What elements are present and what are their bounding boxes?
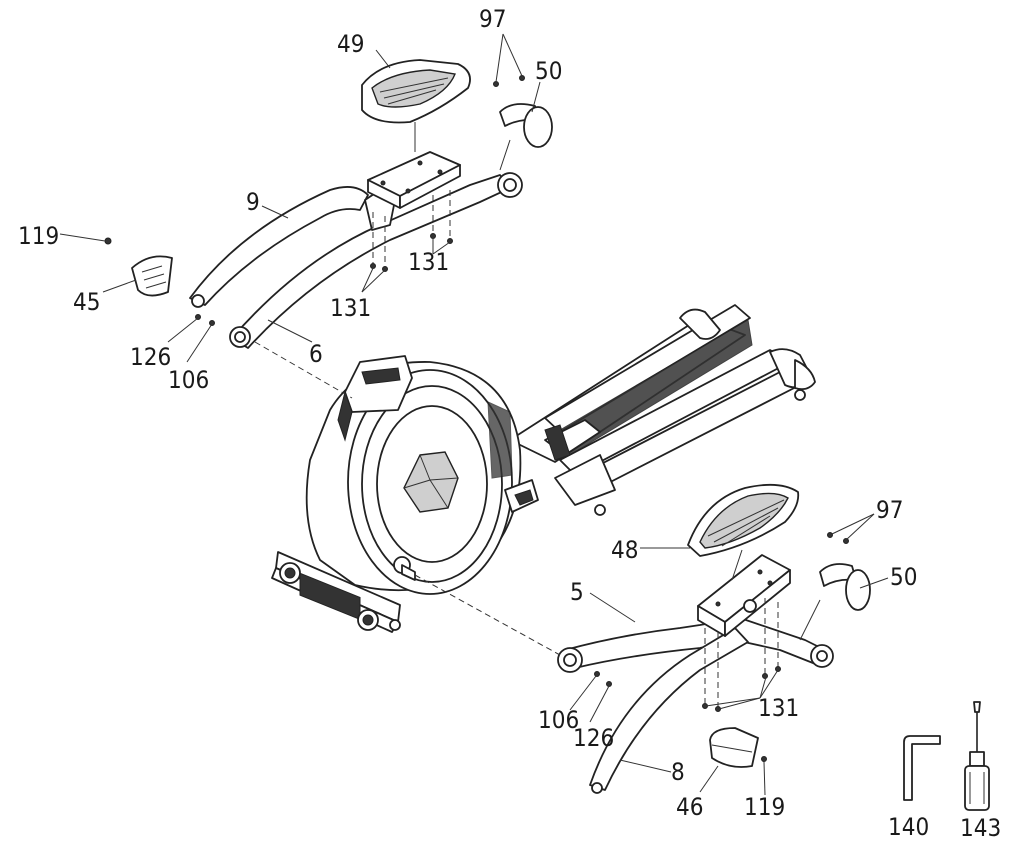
callout-6: 6 <box>309 340 323 368</box>
callout-143: 143 <box>960 814 1001 842</box>
callout-50-right: 50 <box>890 563 917 591</box>
left-pedal-assembly <box>105 60 552 348</box>
callout-49: 49 <box>337 30 364 58</box>
callout-45: 45 <box>73 288 100 316</box>
callout-106-left: 106 <box>168 366 209 394</box>
callout-97-top: 97 <box>479 5 506 33</box>
callout-48: 48 <box>611 536 638 564</box>
callout-126-left: 126 <box>130 343 171 371</box>
callout-126-right: 126 <box>573 724 614 752</box>
callout-9: 9 <box>246 188 260 216</box>
callout-46: 46 <box>676 793 703 821</box>
callout-97-right: 97 <box>876 496 903 524</box>
callout-5: 5 <box>570 578 584 606</box>
callout-131-upper-right: 131 <box>408 248 449 276</box>
callout-140: 140 <box>888 813 929 841</box>
callout-119-right: 119 <box>744 793 785 821</box>
callout-131-lower: 131 <box>758 694 799 722</box>
callout-50-top: 50 <box>535 57 562 85</box>
allen-key-tool <box>904 736 940 800</box>
screwdriver-tool <box>965 702 989 810</box>
callout-131-upper-left: 131 <box>330 294 371 322</box>
callout-8: 8 <box>671 758 685 786</box>
callout-119-left: 119 <box>18 222 59 250</box>
